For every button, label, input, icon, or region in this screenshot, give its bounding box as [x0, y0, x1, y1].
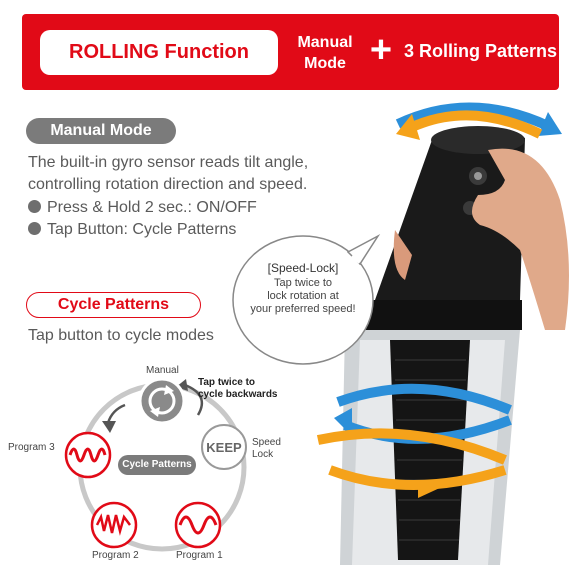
manual-mode-line1: Manual: [297, 34, 353, 51]
cycle-diagram: [64, 377, 247, 552]
manual-mode-description-line2: controlling rotation direction and speed…: [28, 176, 308, 193]
manual-node-label: Manual: [146, 365, 179, 376]
cycle-patterns-subtitle: Tap button to cycle modes: [28, 327, 214, 344]
keep-label: KEEP: [206, 440, 242, 455]
cycle-center-pill: [118, 455, 196, 475]
manual-mode-description-line1: The built-in gyro sensor reads tilt angl…: [28, 154, 309, 171]
bullet-cycle-text: Tap Button: Cycle Patterns: [47, 221, 237, 238]
top-rotation-arrow-icon: [395, 102, 562, 140]
manual-mode-heading: Manual Mode: [26, 118, 176, 144]
cycle-center-label: Cycle Patterns: [122, 459, 192, 470]
bullet-onoff: Press & Hold 2 sec.: ON/OFF: [28, 197, 257, 219]
tap-twice-line1: Tap twice to: [198, 377, 256, 388]
program3-label: Program 3: [8, 442, 55, 453]
manual-mode-line2: Mode: [304, 55, 346, 72]
program1-label: Program 1: [176, 550, 223, 561]
speed-lock-node-line2: Lock: [252, 449, 274, 460]
program2-label: Program 2: [92, 550, 139, 561]
bullet-icon: [28, 200, 41, 213]
manual-mode-label: Manual Mode: [290, 32, 360, 74]
bottom-rotation-arrow-icon: [316, 383, 512, 498]
speed-lock-line3: your preferred speed!: [250, 303, 356, 315]
speed-lock-line2: lock rotation at: [267, 290, 339, 302]
bullet-onoff-text: Press & Hold 2 sec.: ON/OFF: [47, 199, 257, 216]
speed-lock-node-line1: Speed: [252, 437, 281, 448]
program3-wave-icon: [64, 431, 112, 479]
program1-wave-icon: [174, 501, 222, 549]
bullet-icon: [28, 222, 41, 235]
tap-twice-line2: cycle backwards: [198, 389, 278, 400]
speed-lock-node-label: Speed Lock: [252, 437, 281, 461]
program2-wave-icon: [90, 501, 138, 549]
bullet-cycle: Tap Button: Cycle Patterns: [28, 219, 236, 241]
plus-sign: +: [369, 29, 393, 71]
rolling-function-title: ROLLING Function: [40, 30, 278, 75]
rolling-patterns-label: 3 Rolling Patterns: [404, 41, 558, 61]
speed-lock-bubble: [232, 233, 381, 365]
speed-lock-title: [Speed-Lock]: [267, 261, 339, 275]
speed-lock-text: [Speed-Lock] Tap twice to lock rotation …: [240, 262, 366, 316]
manual-node-icon: [138, 377, 186, 425]
cycle-patterns-heading: Cycle Patterns: [26, 292, 201, 318]
hand: [471, 148, 569, 330]
keep-node-icon: [201, 424, 247, 470]
tap-twice-note: Tap twice to cycle backwards: [198, 377, 278, 401]
speed-lock-line1: Tap twice to: [273, 277, 333, 289]
